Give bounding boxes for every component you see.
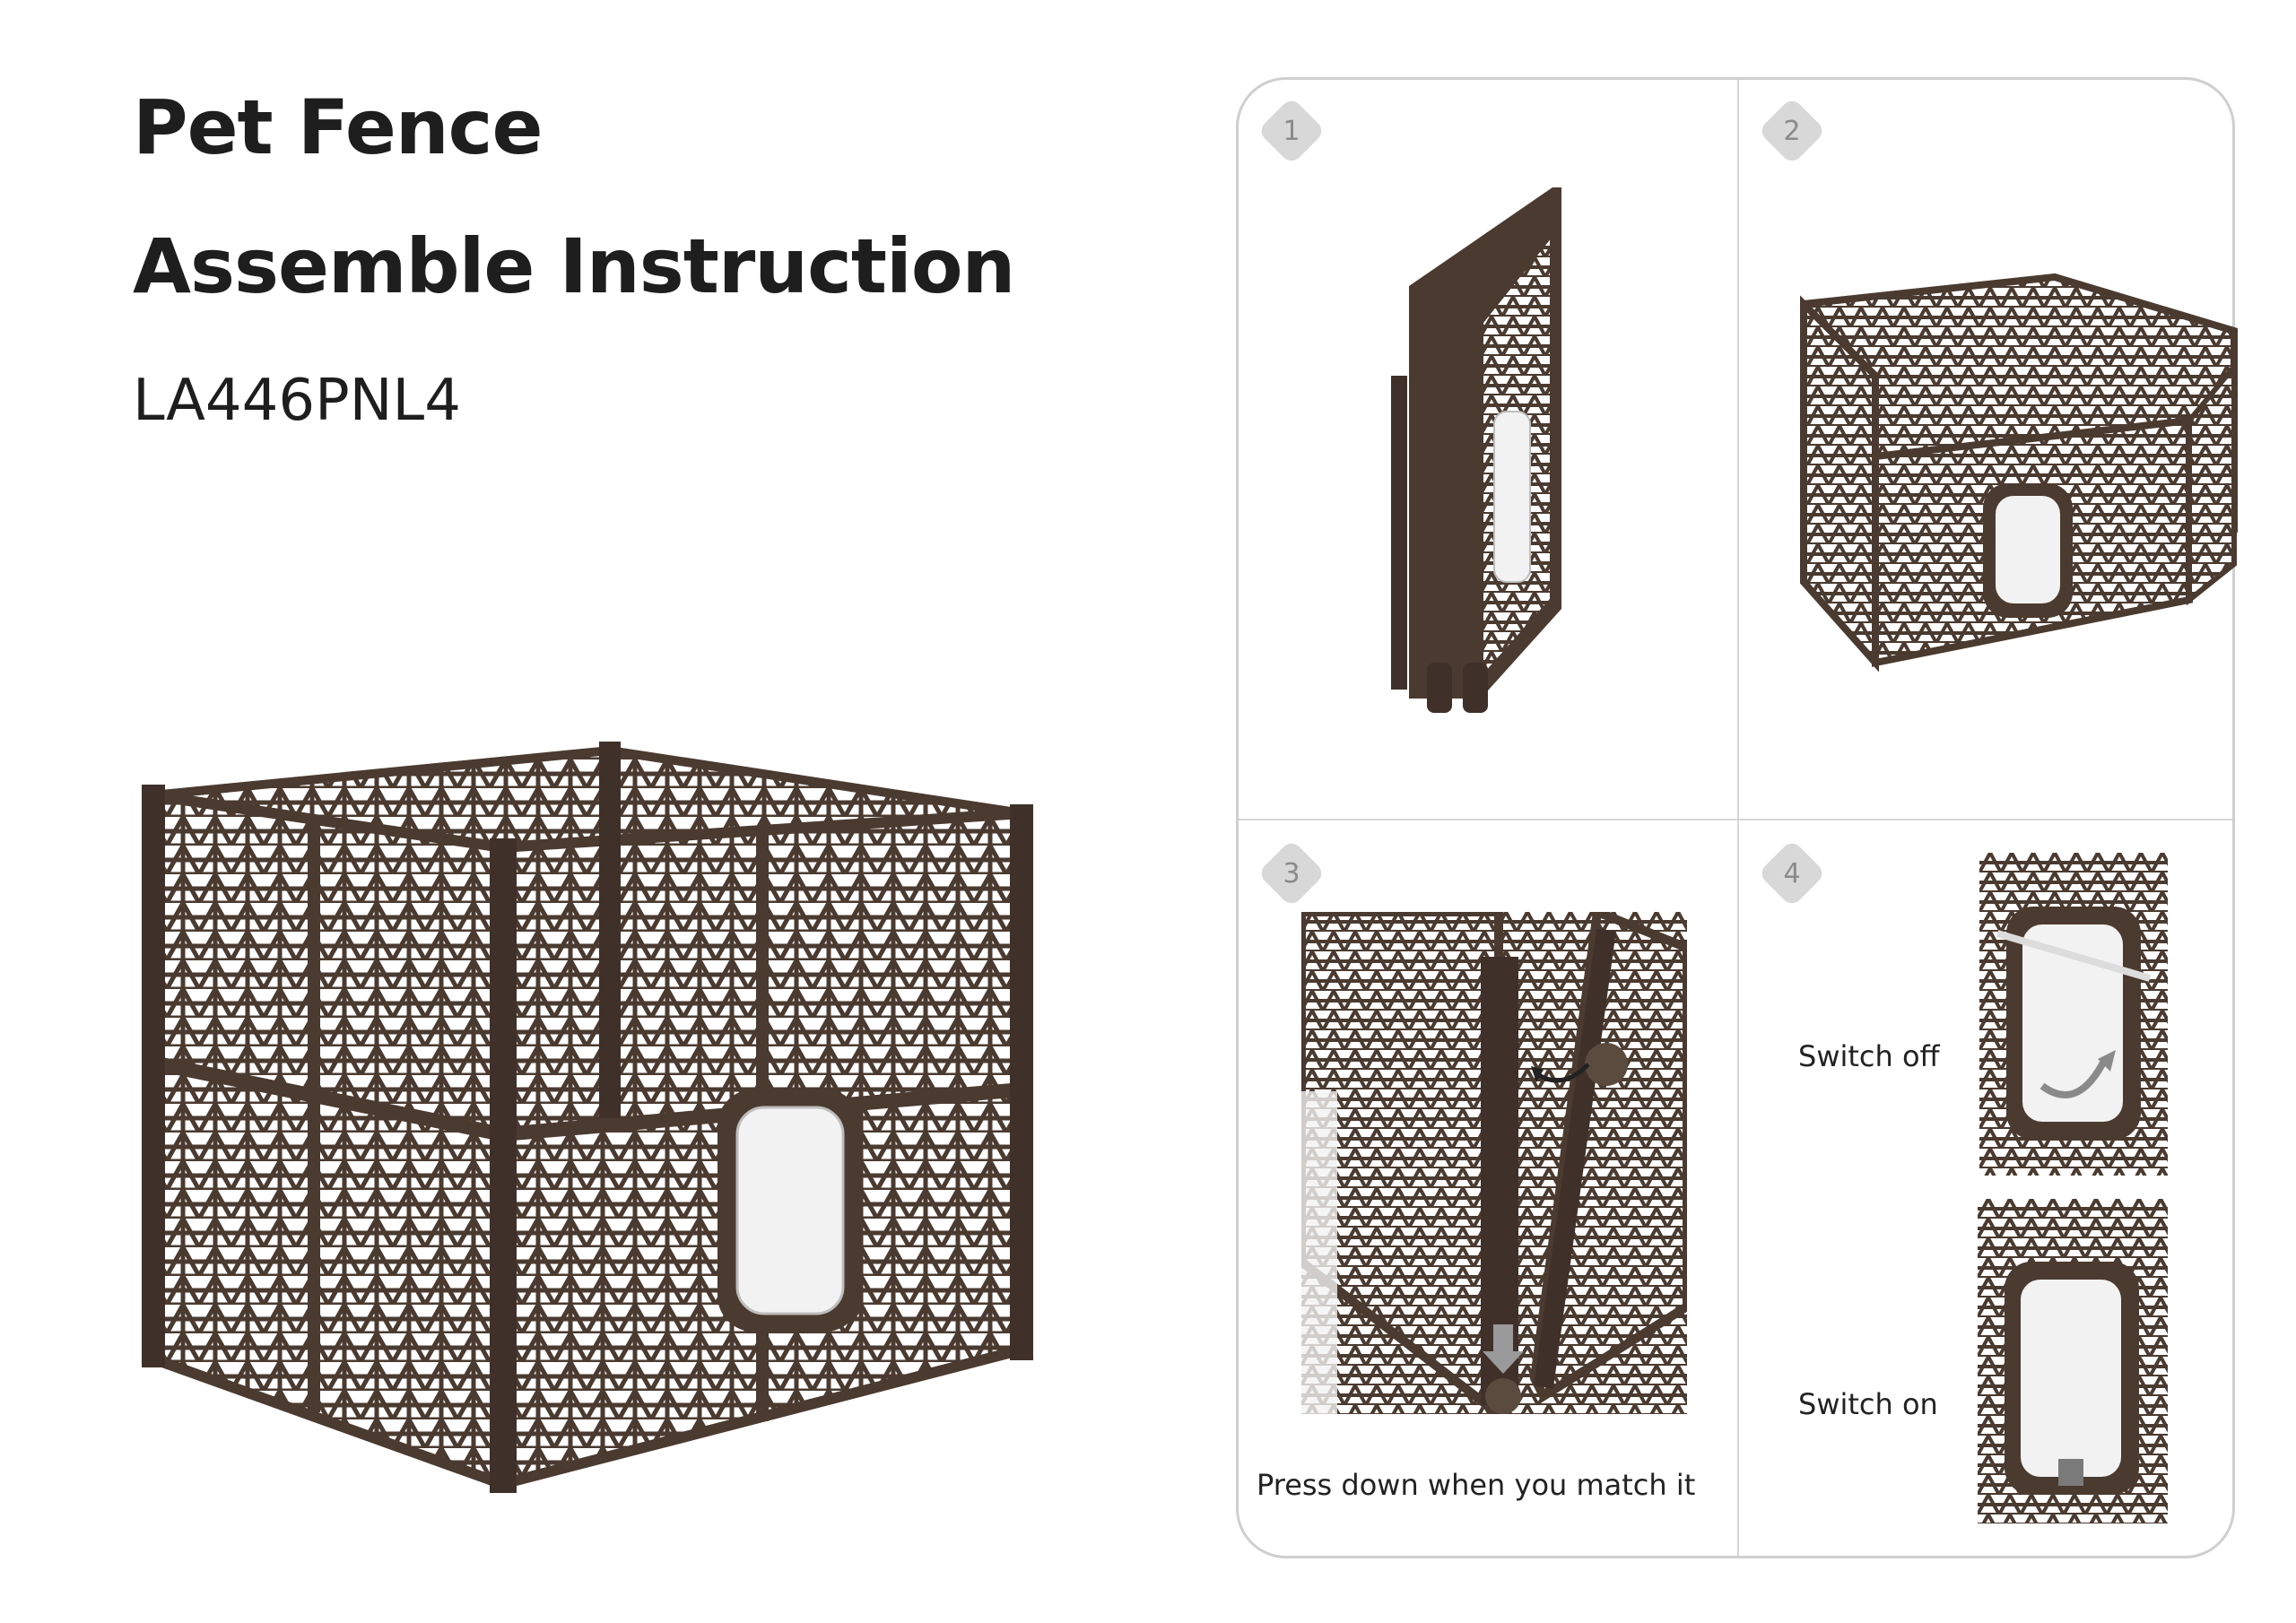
open-fence-image xyxy=(1800,273,2238,672)
step-2-badge: 2 xyxy=(1757,96,1827,166)
step-3-caption: Press down when you match it xyxy=(1257,1468,1696,1502)
step-4-badge: 4 xyxy=(1757,838,1827,908)
door-switch-off-image xyxy=(1979,853,2168,1176)
switch-off-label: Switch off xyxy=(1798,1039,1940,1073)
step-3-badge: 3 xyxy=(1257,838,1326,908)
grid-divider-vertical xyxy=(1737,80,1739,1556)
connect-panels-image xyxy=(1301,912,1687,1414)
switch-on-label: Switch on xyxy=(1798,1387,1938,1421)
folded-fence-image xyxy=(1391,187,1561,713)
step-1-badge: 1 xyxy=(1257,96,1326,166)
grid-divider-horizontal xyxy=(1239,819,2232,820)
page-title: Pet Fence xyxy=(133,83,543,171)
model-number: LA446PNL4 xyxy=(133,368,461,434)
page-subtitle: Assemble Instruction xyxy=(133,222,1015,310)
instruction-steps-panel: 1 2 3 Press down when you match it 4 Swi… xyxy=(1236,77,2238,1558)
assembled-fence-image xyxy=(142,742,1033,1493)
door-switch-on-image xyxy=(1978,1199,2168,1523)
